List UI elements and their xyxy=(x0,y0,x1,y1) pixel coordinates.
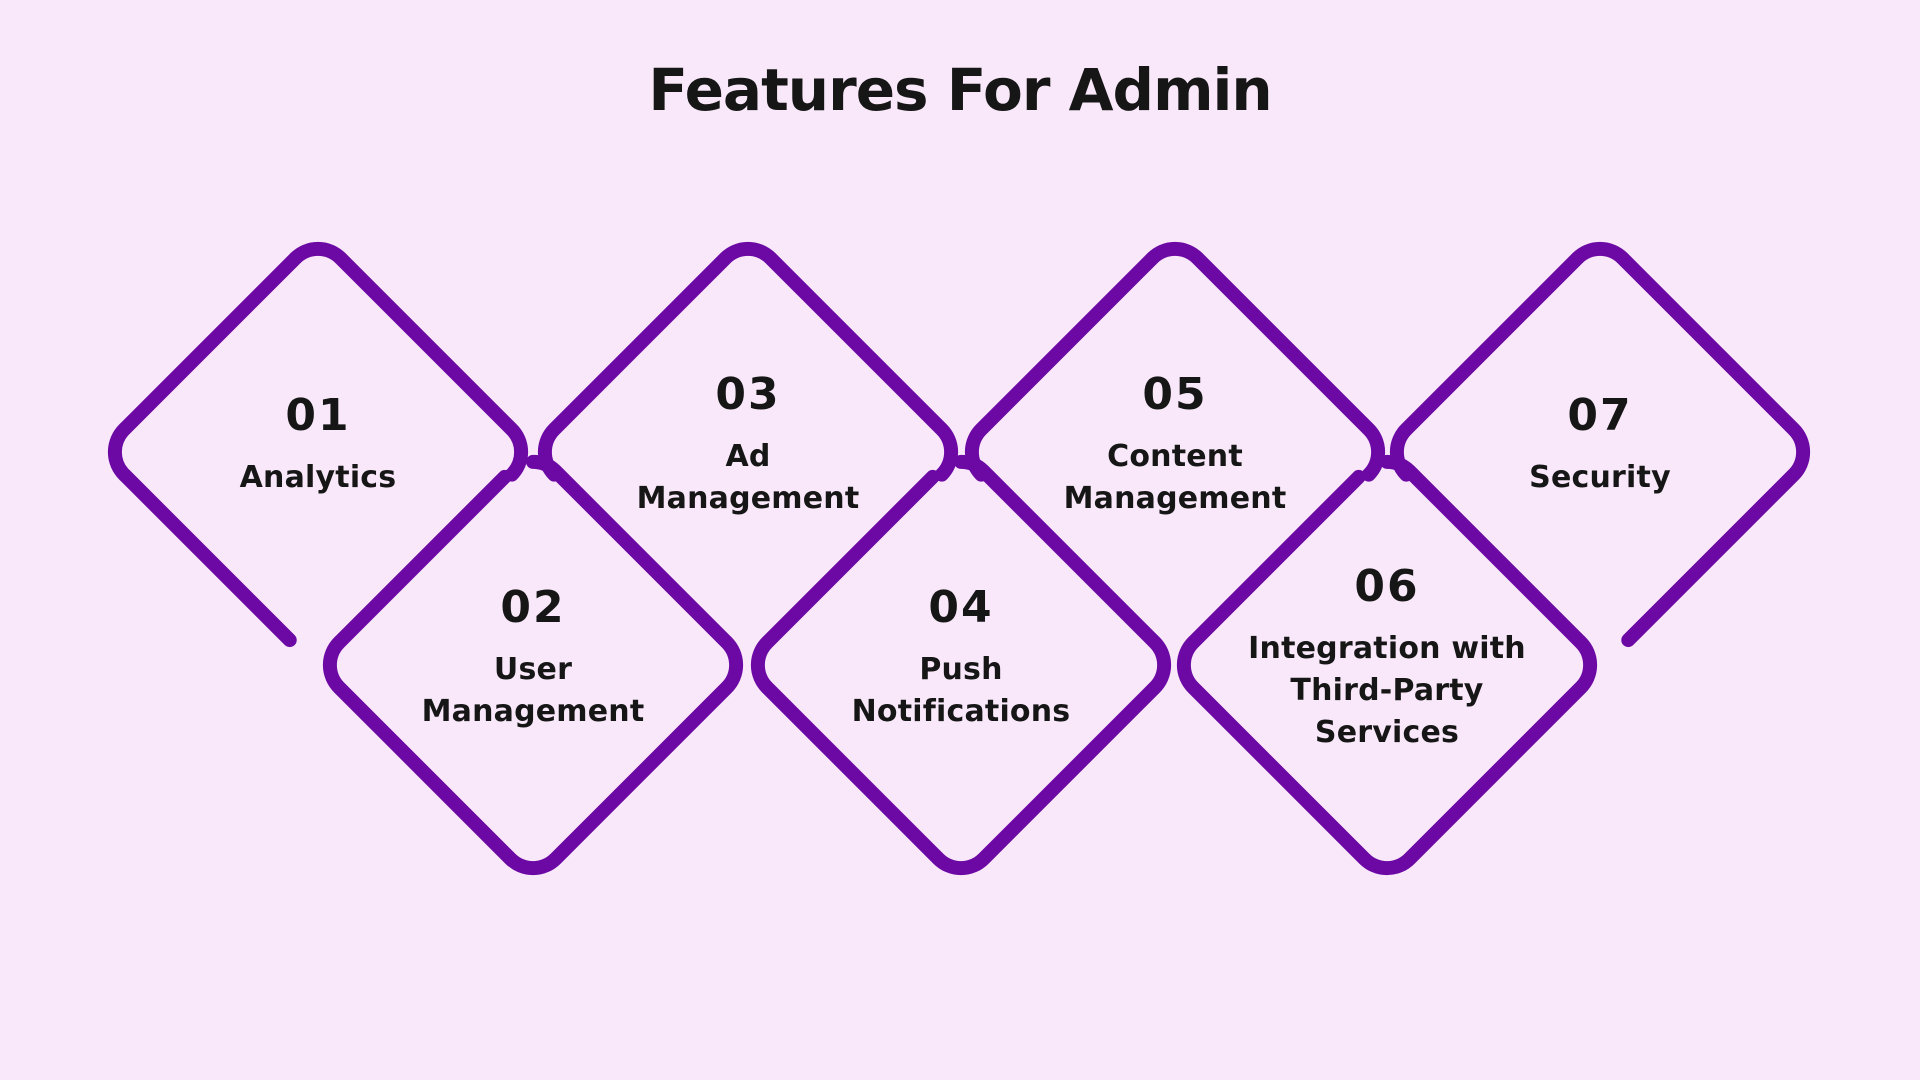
feature-item-analytics: 01 Analytics xyxy=(128,389,508,499)
diamond-shape-icon xyxy=(537,241,959,482)
feature-label: Security xyxy=(1529,460,1671,496)
feature-item-content-management: 05 Content Management xyxy=(985,368,1365,520)
diamond-outline-content-management xyxy=(964,241,1386,482)
feature-item-user-management: 02 User Management xyxy=(343,581,723,733)
diamond-outline-analytics xyxy=(107,241,529,648)
feature-number: 01 xyxy=(285,389,351,441)
diamond-outline-ad-management xyxy=(537,241,959,482)
diamond-outline-push-notifications xyxy=(750,454,1172,876)
diamond-shape-icon xyxy=(750,454,1172,876)
feature-number: 05 xyxy=(1142,368,1208,420)
diamond-shape-icon xyxy=(107,241,529,648)
feature-label: Push Notifications xyxy=(851,652,1071,730)
diamond-outline-user-management xyxy=(322,454,744,876)
feature-number: 02 xyxy=(500,581,566,633)
feature-label: User Management xyxy=(421,652,645,730)
feature-label: Integration with Third-Party Services xyxy=(1248,631,1526,751)
page-title: Features For Admin xyxy=(648,56,1272,124)
diamond-shape-icon xyxy=(964,241,1386,482)
diamond-outline-security xyxy=(1389,241,1811,648)
diamond-shape-icon xyxy=(1389,241,1811,648)
feature-item-ad-management: 03 Ad Management xyxy=(558,368,938,520)
feature-number: 06 xyxy=(1354,560,1420,612)
feature-number: 07 xyxy=(1567,389,1633,441)
feature-label: Analytics xyxy=(239,460,397,496)
diamond-shape-icon xyxy=(322,454,744,876)
feature-label: Ad Management xyxy=(636,439,860,517)
feature-number: 03 xyxy=(715,368,781,420)
feature-item-integration: 06 Integration with Third-Party Services xyxy=(1197,560,1577,754)
diamond-shape-icon xyxy=(1176,454,1598,876)
feature-item-push-notifications: 04 Push Notifications xyxy=(771,581,1151,733)
feature-label: Content Management xyxy=(1063,439,1287,517)
feature-number: 04 xyxy=(928,581,994,633)
feature-item-security: 07 Security xyxy=(1410,389,1790,499)
diamond-outline-integration xyxy=(1176,454,1598,876)
